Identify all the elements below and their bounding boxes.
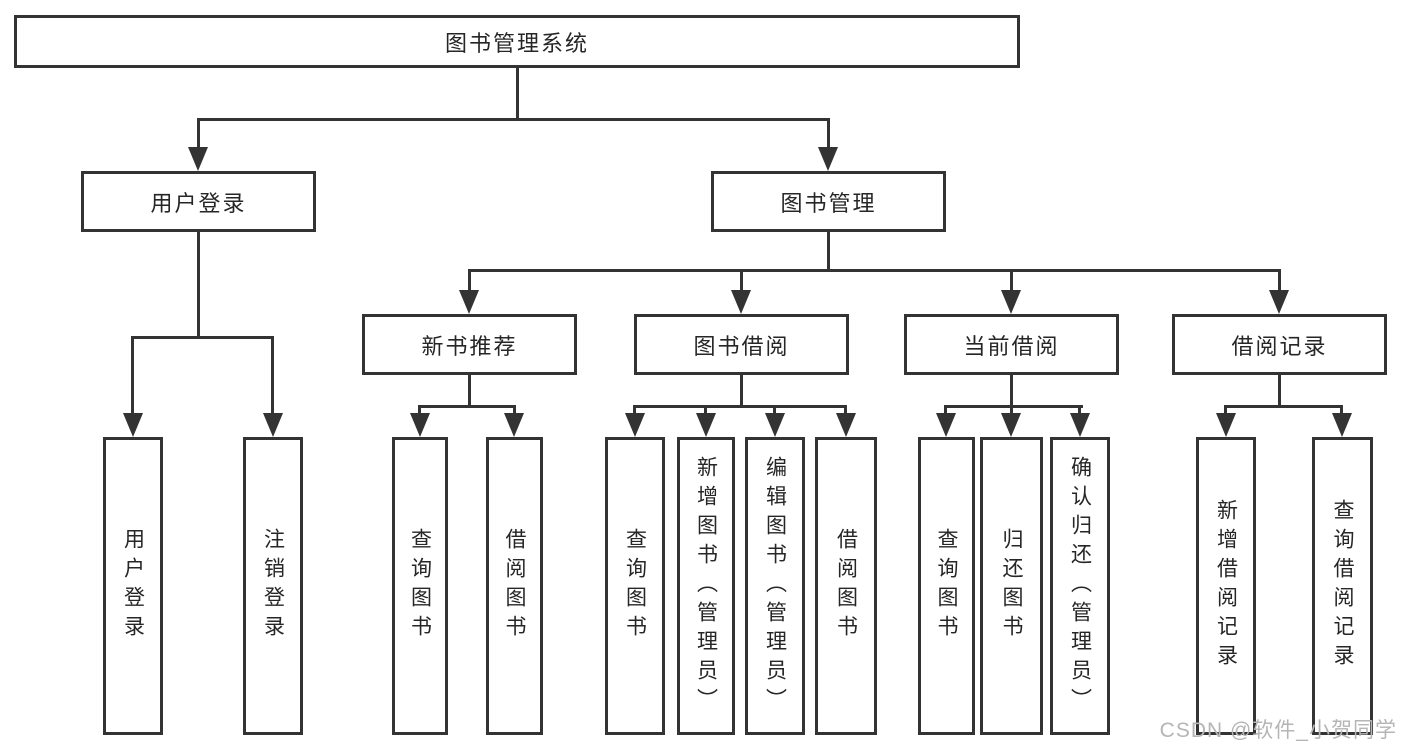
connector-current-borrow-stem — [1010, 375, 1013, 408]
arrowhead-cb-query-icon — [936, 413, 956, 437]
connector-new-book-drop — [468, 269, 471, 294]
leaf-bb-query-book: 查询图书 — [605, 437, 665, 735]
connector-bb-borrow-drop — [844, 405, 847, 416]
connector-br-add-drop — [1224, 405, 1227, 416]
leaf-bb-add-book-admin: 新增图书（管理员） — [677, 437, 735, 735]
leaf-cb-query-book-label: 查询图书 — [935, 528, 958, 644]
leaf-br-add-record-label: 新增借阅记录 — [1214, 499, 1238, 673]
node-user-login: 用户登录 — [81, 171, 316, 232]
leaf-logout: 注销登录 — [243, 437, 303, 735]
leaf-bb-query-book-label: 查询图书 — [623, 528, 647, 644]
connector-bb-edit-drop — [773, 405, 776, 416]
leaf-logout-label: 注销登录 — [261, 528, 285, 644]
connector-book-mgmt-drop — [827, 118, 830, 152]
leaf-nb-borrow-book: 借阅图书 — [486, 437, 543, 735]
connector-borrow-record-stem — [1278, 375, 1281, 408]
leaf-br-query-record-label: 查询借阅记录 — [1331, 499, 1354, 673]
leaf-br-add-record: 新增借阅记录 — [1196, 437, 1256, 735]
leaf-cb-return-book-label: 归还图书 — [1000, 528, 1023, 644]
leaf-user-login-label: 用户登录 — [121, 528, 145, 644]
leaf-cb-return-book: 归还图书 — [980, 437, 1043, 735]
connector-current-borrow-crossbar — [944, 405, 1083, 408]
connector-book-borrow-drop — [740, 269, 743, 294]
node-book-management: 图书管理 — [711, 171, 946, 232]
node-library-management-system-label: 图书管理系统 — [444, 30, 589, 56]
connector-leaf-login-drop — [131, 336, 134, 416]
connector-cb-query-drop — [944, 405, 947, 416]
leaf-cb-confirm-return-admin-label: 确认归还（管理员） — [1068, 455, 1092, 717]
leaf-bb-borrow-book-label: 借阅图书 — [834, 528, 858, 644]
arrowhead-br-add-icon — [1216, 413, 1236, 437]
arrowhead-nb-borrow-icon — [504, 413, 524, 437]
node-book-management-label: 图书管理 — [780, 190, 877, 216]
arrowhead-cb-return-icon — [1001, 413, 1021, 437]
connector-leaf-logout-drop — [271, 336, 274, 416]
connector-cb-return-drop — [1010, 405, 1013, 416]
node-library-management-system: 图书管理系统 — [14, 15, 1020, 68]
arrowhead-new-book-icon — [459, 290, 479, 314]
connector-borrow-record-crossbar — [1224, 405, 1343, 408]
connector-book-borrow-crossbar — [633, 405, 846, 408]
node-book-borrowing: 图书借阅 — [634, 314, 849, 375]
node-borrowing-records-label: 借阅记录 — [1231, 333, 1328, 359]
node-new-book-recommendation-label: 新书推荐 — [421, 333, 518, 359]
connector-br-query-drop — [1340, 405, 1343, 416]
connector-borrow-record-drop — [1278, 269, 1281, 294]
leaf-user-login: 用户登录 — [103, 437, 163, 735]
leaf-bb-edit-book-admin-label: 编辑图书（管理员） — [763, 455, 787, 717]
connector-new-book-crossbar — [418, 405, 516, 408]
arrowhead-bb-edit-icon — [765, 413, 785, 437]
connector-root-stem — [516, 68, 519, 120]
arrowhead-user-login-icon — [188, 147, 208, 171]
arrowhead-borrow-record-icon — [1269, 290, 1289, 314]
arrowhead-bb-query-icon — [625, 413, 645, 437]
connector-cb-confirm-drop — [1078, 405, 1081, 416]
leaf-nb-query-book-label: 查询图书 — [408, 528, 432, 644]
leaf-cb-query-book: 查询图书 — [918, 437, 975, 735]
connector-bb-query-drop — [633, 405, 636, 416]
leaf-bb-edit-book-admin: 编辑图书（管理员） — [745, 437, 805, 735]
csdn-watermark: CSDN @软件_小贺同学 — [1159, 719, 1397, 742]
connector-book-borrow-stem — [740, 375, 743, 408]
arrowhead-bb-add-icon — [696, 413, 716, 437]
connector-root-crossbar — [197, 118, 830, 121]
arrowhead-cb-confirm-icon — [1070, 413, 1090, 437]
arrowhead-br-query-icon — [1332, 413, 1352, 437]
leaf-nb-borrow-book-label: 借阅图书 — [503, 528, 526, 644]
connector-bb-add-drop — [704, 405, 707, 416]
arrowhead-bb-borrow-icon — [836, 413, 856, 437]
arrowhead-leaf-login-icon — [123, 413, 143, 437]
node-current-borrowing-label: 当前借阅 — [963, 333, 1060, 359]
leaf-bb-borrow-book: 借阅图书 — [815, 437, 877, 735]
connector-nb-borrow-drop — [513, 405, 516, 416]
leaf-bb-add-book-admin-label: 新增图书（管理员） — [694, 455, 718, 717]
arrowhead-leaf-logout-icon — [263, 413, 283, 437]
connector-user-login-stem — [197, 232, 200, 338]
arrowhead-nb-query-icon — [410, 413, 430, 437]
leaf-nb-query-book: 查询图书 — [392, 437, 448, 735]
leaf-cb-confirm-return-admin: 确认归还（管理员） — [1050, 437, 1110, 735]
arrowhead-book-borrow-icon — [731, 290, 751, 314]
arrowhead-current-borrow-icon — [1001, 290, 1021, 314]
connector-user-login-drop — [197, 118, 200, 152]
node-borrowing-records: 借阅记录 — [1172, 314, 1387, 375]
node-new-book-recommendation: 新书推荐 — [362, 314, 577, 375]
node-book-borrowing-label: 图书借阅 — [693, 333, 790, 359]
node-user-login-label: 用户登录 — [150, 190, 247, 216]
arrowhead-book-mgmt-icon — [818, 147, 838, 171]
leaf-br-query-record: 查询借阅记录 — [1312, 437, 1373, 735]
connector-current-borrow-drop — [1010, 269, 1013, 294]
connector-level3-crossbar — [468, 269, 1281, 272]
connector-new-book-stem — [468, 375, 471, 408]
node-current-borrowing: 当前借阅 — [904, 314, 1119, 375]
connector-book-mgmt-stem — [827, 232, 830, 272]
connector-nb-query-drop — [418, 405, 421, 416]
connector-user-login-crossbar — [131, 336, 274, 339]
